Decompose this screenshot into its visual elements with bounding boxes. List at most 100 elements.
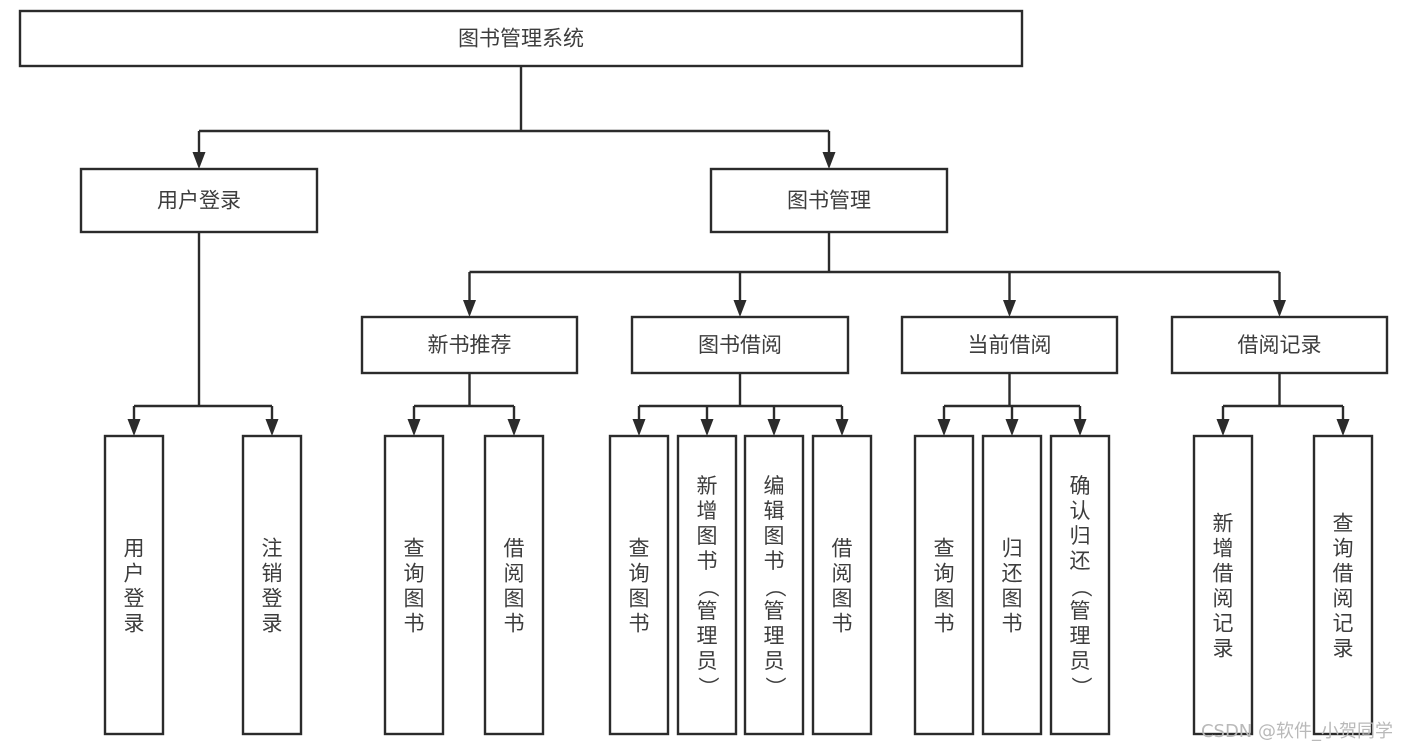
svg-text:书: 书	[934, 612, 955, 636]
svg-text:管: 管	[1070, 599, 1091, 623]
svg-text:登: 登	[262, 587, 283, 611]
svg-text:书: 书	[764, 549, 785, 573]
node-box-leaf-query-book-recommend	[383, 434, 445, 736]
svg-text:图: 图	[1002, 587, 1023, 611]
node-book-management: 图书管理	[709, 167, 949, 234]
svg-text:理: 理	[764, 624, 785, 648]
svg-text:录: 录	[124, 612, 145, 636]
svg-text:确: 确	[1070, 474, 1091, 498]
node-box-current-borrow	[900, 315, 1119, 375]
svg-text:登: 登	[124, 587, 145, 611]
svg-text:辑: 辑	[764, 499, 785, 523]
node-label-user-login: 用户登录	[157, 189, 241, 213]
node-leaf-user-login: 用户登录	[103, 434, 165, 736]
node-box-leaf-borrow-book-recommend	[483, 434, 545, 736]
node-root: 图书管理系统	[18, 9, 1024, 68]
node-box-book-borrow	[630, 315, 850, 375]
arrow-head-icon	[822, 152, 836, 169]
svg-text:记: 记	[1213, 612, 1234, 636]
node-label-book-borrow: 图书借阅	[698, 333, 782, 357]
svg-text:书: 书	[1002, 612, 1023, 636]
node-label-borrow-record: 借阅记录	[1238, 333, 1322, 357]
svg-text:书: 书	[404, 612, 425, 636]
node-label-book-management: 图书管理	[787, 189, 871, 213]
arrow-head-icon	[1005, 419, 1019, 436]
svg-text:阅: 阅	[1213, 587, 1234, 611]
node-box-leaf-confirm-return-admin	[1049, 434, 1111, 736]
arrow-head-icon	[632, 419, 646, 436]
svg-text:书: 书	[697, 549, 718, 573]
svg-text:）: ）	[696, 677, 720, 698]
svg-text:认: 认	[1070, 499, 1091, 523]
svg-text:归: 归	[1070, 524, 1091, 548]
arrow-head-icon	[463, 300, 476, 317]
svg-text:（: （	[1069, 577, 1093, 598]
node-box-leaf-add-borrow-record	[1192, 434, 1254, 736]
node-box-user-login	[79, 167, 319, 234]
node-box-leaf-edit-book-admin	[743, 434, 805, 736]
svg-text:书: 书	[629, 612, 650, 636]
arrow-head-icon	[407, 419, 421, 436]
node-label-root: 图书管理系统	[458, 27, 584, 51]
node-book-borrow: 图书借阅	[630, 315, 850, 375]
arrow-head-icon	[1216, 419, 1230, 436]
svg-text:管: 管	[764, 599, 785, 623]
arrow-head-icon	[767, 419, 781, 436]
svg-text:借: 借	[1213, 562, 1234, 586]
svg-text:（: （	[763, 577, 787, 598]
connectors-layer	[127, 66, 1350, 436]
node-box-leaf-logout-login	[241, 434, 303, 736]
node-label-leaf-user-login: 用户登录	[124, 537, 145, 636]
node-box-book-management	[709, 167, 949, 234]
node-box-leaf-return-book	[981, 434, 1043, 736]
svg-text:录: 录	[1333, 637, 1354, 661]
svg-text:注: 注	[262, 537, 283, 561]
node-current-borrow: 当前借阅	[900, 315, 1119, 375]
svg-text:归: 归	[1002, 537, 1023, 561]
svg-text:销: 销	[262, 562, 283, 586]
svg-text:图: 图	[504, 587, 525, 611]
arrow-head-icon	[192, 152, 206, 169]
node-borrow-record: 借阅记录	[1170, 315, 1389, 375]
arrow-head-icon	[835, 419, 849, 436]
arrow-head-icon	[507, 419, 521, 436]
arrow-head-icon	[1003, 300, 1016, 317]
svg-text:）: ）	[1069, 677, 1093, 698]
svg-text:阅: 阅	[504, 562, 525, 586]
svg-text:员: 员	[764, 649, 785, 673]
node-box-borrow-record	[1170, 315, 1389, 375]
node-box-leaf-query-book-current	[913, 434, 975, 736]
svg-text:阅: 阅	[832, 562, 853, 586]
svg-text:还: 还	[1070, 549, 1091, 573]
svg-text:图: 图	[764, 524, 785, 548]
svg-text:理: 理	[1070, 624, 1091, 648]
svg-text:增: 增	[1213, 537, 1234, 561]
svg-text:图: 图	[404, 587, 425, 611]
svg-text:查: 查	[934, 537, 955, 561]
svg-text:借: 借	[832, 537, 853, 561]
node-box-new-book-recommend	[360, 315, 579, 375]
svg-text:员: 员	[697, 649, 718, 673]
svg-text:新: 新	[1213, 512, 1234, 536]
node-box-leaf-add-book-admin	[676, 434, 738, 736]
node-new-book-recommend: 新书推荐	[360, 315, 579, 375]
arrow-head-icon	[1073, 419, 1087, 436]
svg-text:（: （	[696, 577, 720, 598]
